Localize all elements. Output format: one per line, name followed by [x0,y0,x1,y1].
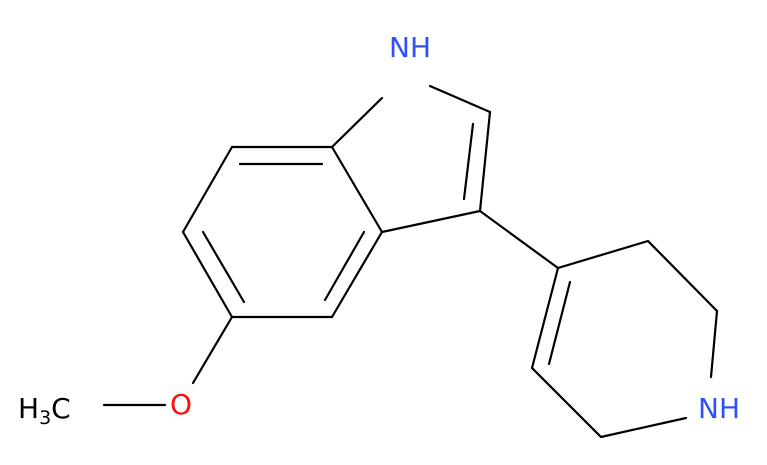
bond-c6prime-n1prime [709,309,719,379]
bond-c2prime-c3prime [530,366,603,439]
methyl-c: C [51,392,71,425]
atom-labels: NH O H3C NH [18,31,740,429]
bond-c5prime-c6prime [646,239,719,313]
bond-c3prime-c4prime [530,266,560,370]
bond-c4-c3a [330,230,384,319]
bond-c7-c6 [181,145,234,234]
bond-c2-c3 [478,110,492,213]
oxygen-label: O [170,388,192,421]
bond-c3-c4prime [478,209,560,270]
bond-c6-c5 [181,230,234,319]
bond-c7a-n1 [330,96,384,149]
methyl-label: H3C [18,392,71,429]
bond-c4-c3a-inner [323,230,366,302]
bond-c5-o [191,315,234,385]
bond-c6-c5-inner [201,230,246,304]
bond-c4prime-c5prime [556,239,650,270]
bond-c2-c3-inner [462,122,475,201]
bond-c3-c3a [380,209,482,234]
piperidine-nh-label: NH [698,392,740,425]
bonds [102,84,719,439]
methyl-subscript: 3 [39,407,51,429]
bond-c3prime-c4prime-inner [547,280,572,366]
bond-c3a-c7a [330,145,384,234]
methyl-h: H [18,392,39,425]
bond-n1-c2 [428,84,492,114]
bond-n1prime-c2prime [599,416,688,439]
indole-nh-label: NH [389,31,431,64]
